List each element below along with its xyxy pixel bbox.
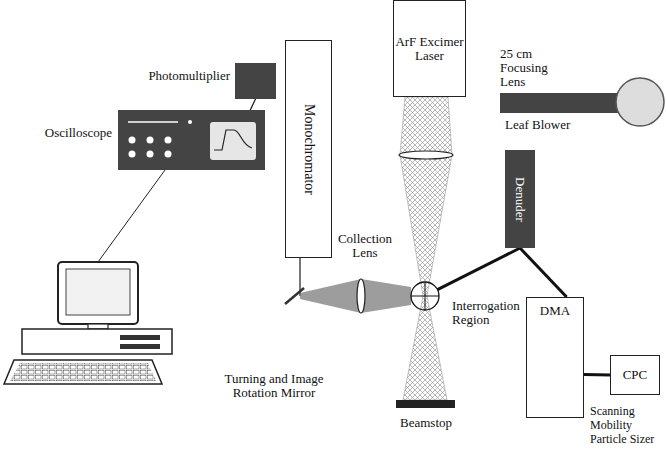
collected-light — [300, 279, 411, 313]
scope-knob — [147, 137, 154, 144]
leaf-blower-fan — [616, 78, 664, 126]
monochromator-box: Monochromator — [285, 40, 332, 258]
node-text: Oscilloscope — [45, 126, 112, 140]
part-label: Leaf Blower — [505, 118, 600, 132]
laser-beam — [400, 97, 452, 400]
focusing-lens — [399, 151, 453, 159]
scope-knob — [165, 137, 172, 144]
scope-trim — [128, 121, 178, 123]
monitor — [58, 262, 138, 324]
connector-line — [584, 373, 610, 377]
disk-drive — [120, 335, 160, 340]
region-circle — [411, 282, 439, 310]
scope-knob — [129, 137, 136, 144]
scope-knob — [165, 151, 172, 158]
scope-cable — [98, 170, 165, 262]
part-label: Scanning Mobility Particle Sizer — [590, 404, 664, 446]
beamstop — [396, 400, 455, 408]
circle-graphic — [410, 281, 440, 311]
node-text: ArF Excimer Laser — [394, 35, 465, 63]
region-crosshair — [411, 282, 439, 310]
part-label: Collection Lens — [336, 232, 394, 260]
photomultiplier-box: Photomultiplier — [235, 63, 276, 99]
scope-screen — [210, 122, 256, 160]
interrogation-region: Interrogation Region — [410, 281, 440, 311]
disk-drive — [120, 344, 160, 349]
scope-knob — [147, 151, 154, 158]
part-label: Turning and Image Rotation Mirror — [215, 372, 333, 400]
turning-mirror — [285, 288, 304, 304]
dma-box: DMA — [526, 297, 584, 418]
scope-led — [188, 120, 192, 124]
node-text: DMA — [540, 304, 570, 318]
part-label: 25 cm Focusing Lens — [500, 47, 552, 89]
scope-trace — [214, 130, 252, 150]
cpc-box: CPC — [610, 355, 660, 395]
laser-box: ArF Excimer Laser — [393, 0, 466, 97]
node-text: Photomultiplier — [148, 69, 230, 83]
node-text: Interrogation Region — [452, 299, 524, 327]
node-text: CPC — [623, 368, 648, 382]
monitor-screen — [66, 269, 130, 315]
computer-base — [22, 329, 172, 354]
oscilloscope-box: Oscilloscope — [118, 110, 265, 170]
part-label: Beamstop — [395, 416, 457, 430]
connector-line — [250, 99, 255, 110]
connector-line — [437, 248, 520, 290]
keyboard — [4, 360, 162, 384]
denuder-box: Denuder — [505, 150, 535, 248]
leaf-blower-tube — [500, 93, 620, 113]
scope-graphic — [118, 110, 265, 170]
connector-line — [520, 248, 567, 297]
node-text: Denuder — [513, 177, 527, 222]
keyboard-keys — [10, 363, 156, 381]
scope-knob — [129, 151, 136, 158]
collection-lens — [357, 279, 365, 313]
node-text: Monochromator — [302, 104, 316, 195]
